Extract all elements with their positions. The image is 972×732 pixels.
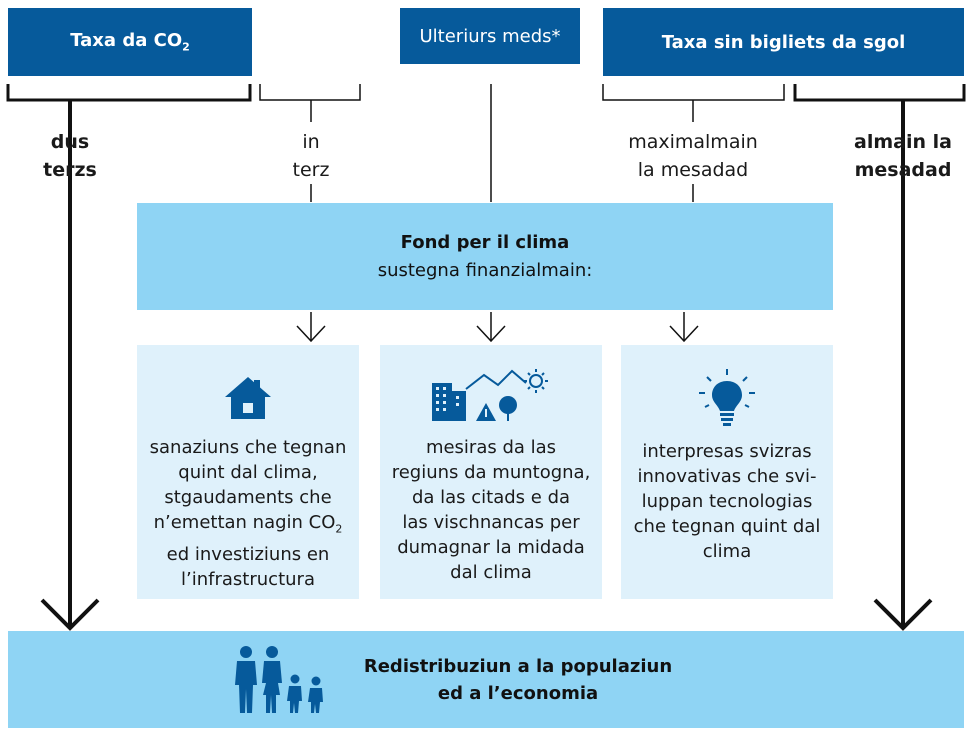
co2-tax-label: Taxa da CO2 — [70, 30, 190, 54]
card-buildings-text: sanaziuns che tegnan quint dal clima, st… — [149, 437, 347, 590]
one-third-label: in terz — [270, 128, 352, 184]
two-thirds-label: dus terzs — [43, 131, 97, 181]
mountain-city-icon — [432, 369, 548, 421]
at-least-half-label: almain la mesadad — [854, 131, 952, 181]
lightbulb-icon — [699, 369, 755, 426]
flight-tax-box: Taxa sin bigliets da sgol — [603, 8, 964, 76]
climate-fund-box: Fond per il clima sustegna finanzialmain… — [137, 203, 833, 310]
further-measures-label: Ulteriurs meds* — [419, 25, 561, 47]
fund-subtitle: sustegna finanzialmain: — [377, 259, 593, 281]
redistribution-box: Redistribuziun a la populaziun ed a l’ec… — [8, 631, 964, 728]
fund-title: Fond per il clima — [400, 231, 570, 253]
card-regions-text: mesiras da las regiuns da muntogna, da l… — [391, 437, 591, 583]
family-icon — [235, 646, 323, 713]
flight-tax-label: Taxa sin bigliets da sgol — [661, 31, 906, 53]
further-measures-box: Ulteriurs meds* — [400, 8, 580, 64]
card-regions: mesiras da las regiuns da muntogna, da l… — [380, 345, 602, 599]
card-buildings: sanaziuns che tegnan quint dal clima, st… — [137, 345, 359, 599]
house-icon — [225, 377, 271, 419]
co2-tax-box: Taxa da CO2 — [8, 8, 252, 76]
redistribution-text: Redistribuziun a la populaziun ed a l’ec… — [363, 656, 673, 704]
card-innovation: interpresas svizras innovativas che svi-… — [621, 345, 833, 599]
max-half-label: maximalmain la mesadad — [604, 128, 782, 184]
card-innovation-text: interpresas svizras innovativas che svi-… — [633, 441, 821, 562]
